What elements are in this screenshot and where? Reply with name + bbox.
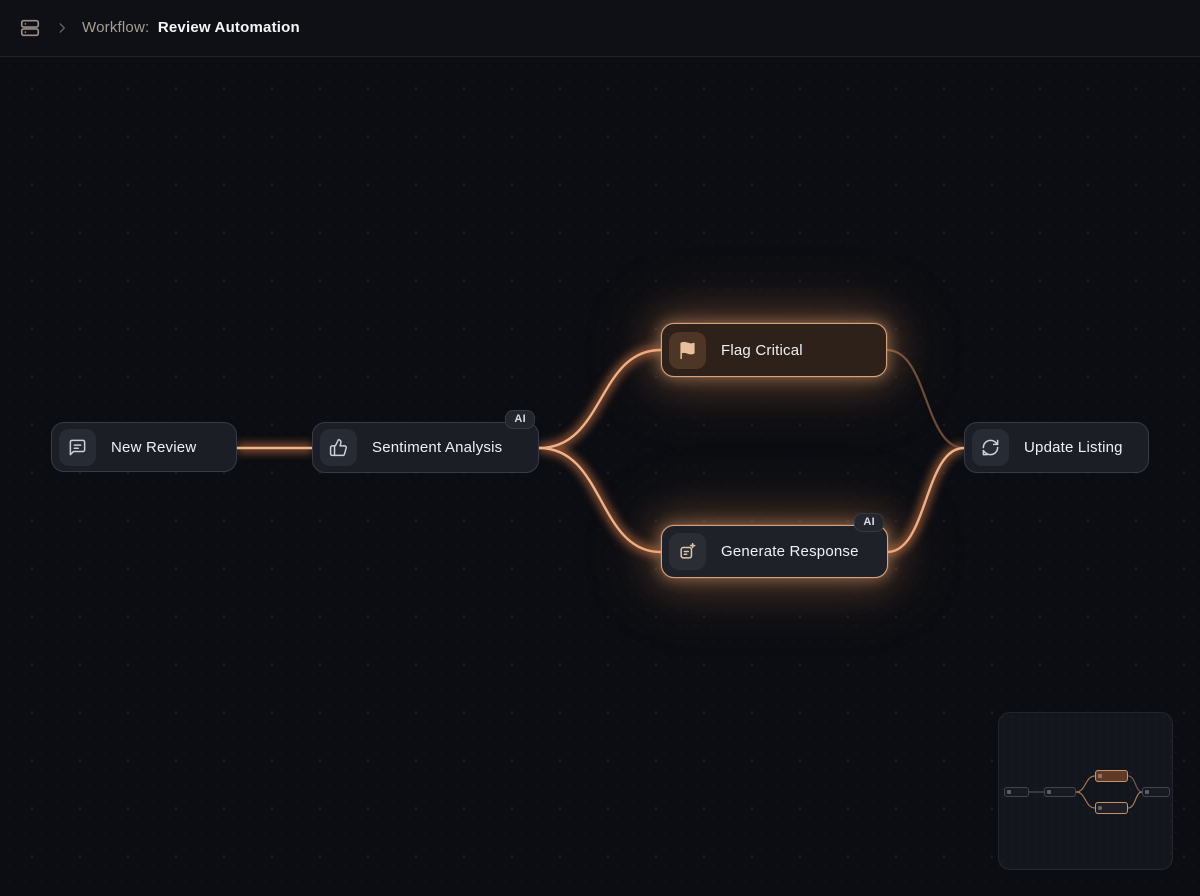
minimap[interactable] — [998, 712, 1173, 870]
ai-badge: AI — [505, 410, 535, 429]
node-label: Flag Critical — [721, 341, 803, 359]
top-bar: Workflow: Review Automation — [0, 0, 1200, 57]
node-label: New Review — [111, 438, 197, 456]
edge-sentiment-to-generate-response — [537, 446, 663, 554]
node-sentiment-analysis[interactable]: AI Sentiment Analysis — [312, 410, 539, 473]
breadcrumb-prefix: Workflow: — [82, 19, 150, 36]
edge-generate-response-to-update-listing — [885, 446, 966, 554]
chevron-right-icon — [54, 20, 70, 36]
message-sparkle-icon — [669, 533, 706, 570]
node-label: Generate Response — [721, 543, 859, 560]
minimap-node-update-listing — [1142, 787, 1170, 797]
page-title: Review Automation — [157, 19, 300, 36]
edge-flag-critical-to-update-listing — [886, 348, 965, 450]
ai-badge: AI — [854, 513, 884, 532]
breadcrumb: Workflow: Review Automation — [82, 19, 300, 37]
minimap-node-generate-response — [1095, 802, 1128, 814]
workflow-stack-icon[interactable] — [18, 16, 42, 40]
node-new-review[interactable]: New Review — [51, 422, 237, 472]
node-flag-critical[interactable]: Flag Critical — [661, 323, 887, 377]
message-square-text-icon — [59, 428, 96, 466]
node-label: Update Listing — [1024, 439, 1123, 456]
node-update-listing[interactable]: Update Listing — [964, 422, 1149, 473]
edge-sentiment-to-flag-critical — [537, 348, 663, 450]
flag-icon — [669, 331, 706, 369]
refresh-icon — [972, 429, 1009, 466]
minimap-node-sentiment — [1044, 787, 1076, 797]
thumbs-up-sentiment-icon — [320, 429, 357, 466]
node-generate-response[interactable]: AI Generate Response — [661, 513, 888, 578]
minimap-node-new-review — [1004, 787, 1029, 797]
node-label: Sentiment Analysis — [372, 439, 503, 456]
minimap-node-flag-critical — [1095, 770, 1128, 782]
workflow-canvas[interactable]: New Review AI Sentiment Analysis Flag Cr… — [0, 57, 1200, 896]
